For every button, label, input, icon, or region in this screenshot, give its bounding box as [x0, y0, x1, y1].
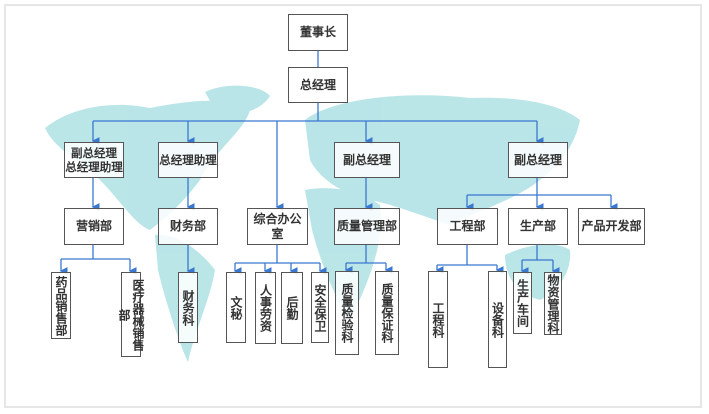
node-security: 安全保卫 — [311, 272, 329, 343]
node-engineering-section: 工程科 — [428, 271, 448, 368]
node-general-office: 综合办公室 — [247, 208, 308, 245]
node-drug-sales: 药品销售部 — [51, 272, 71, 339]
node-gm-assistant: 总经理助理 — [158, 142, 218, 178]
node-product-dev-dept: 产品开发部 — [578, 208, 645, 245]
node-quality-dept: 质量管理部 — [334, 208, 400, 245]
node-finance-section: 财务科 — [178, 272, 198, 343]
node-quality-assurance: 质量保证科 — [375, 271, 399, 355]
node-device-sales: 医疗器械销售部 — [117, 272, 145, 357]
frame-border — [4, 4, 702, 408]
node-materials: 物资管理科 — [544, 272, 562, 335]
node-sales-dept: 营销部 — [64, 208, 124, 245]
node-workshop: 生产车间 — [513, 272, 532, 334]
node-engineering-dept: 工程部 — [437, 208, 498, 245]
node-vice-gm-1: 副总经理 总经理助理 — [64, 142, 124, 178]
node-vice-gm-3: 副总经理 — [508, 142, 568, 178]
node-chairman: 董事长 — [288, 14, 348, 51]
node-general-manager: 总经理 — [288, 67, 348, 103]
node-vice-gm-2: 副总经理 — [334, 142, 400, 178]
node-quality-inspection: 质量检验科 — [335, 271, 359, 355]
node-logistics: 后勤 — [281, 272, 303, 344]
node-secretary: 文秘 — [226, 272, 246, 343]
node-equipment-section: 设备科 — [488, 271, 507, 368]
node-finance-dept: 财务部 — [158, 208, 218, 245]
node-production-dept: 生产部 — [508, 208, 568, 245]
node-hr: 人事劳资 — [255, 272, 276, 344]
